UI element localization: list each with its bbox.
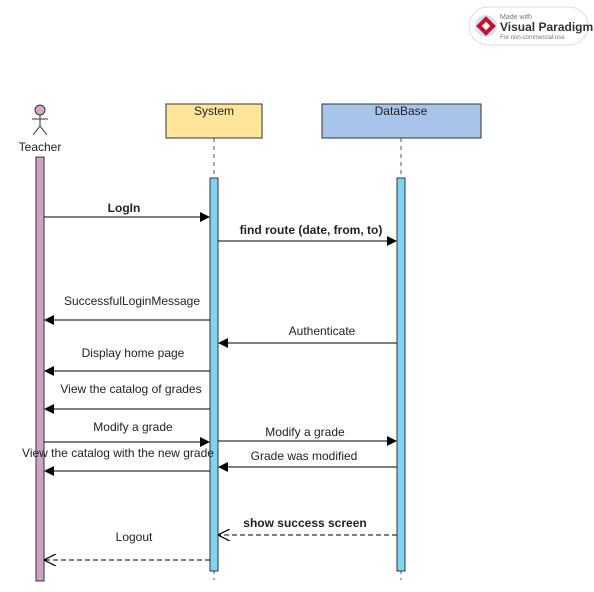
message-label: Modify a grade — [93, 420, 173, 434]
message-logout[interactable]: Logout — [45, 530, 210, 560]
badge-note: For non-commercial use — [500, 35, 565, 41]
message-show-success-screen[interactable]: show success screen — [219, 516, 397, 535]
message-display-home-page[interactable]: Display home page — [44, 346, 210, 376]
teacher-actor: Teacher — [19, 104, 62, 154]
message-modify-grade-system[interactable]: Modify a grade — [218, 425, 397, 446]
message-grade-modified[interactable]: Grade was modified — [218, 449, 397, 472]
message-label: View the catalog of grades — [60, 382, 201, 396]
message-label: Display home page — [82, 346, 185, 360]
system-activation-bar — [209, 177, 219, 572]
message-authenticate[interactable]: Authenticate — [218, 324, 397, 348]
visual-paradigm-badge[interactable]: Made with Visual Paradigm For non-commer… — [468, 6, 593, 46]
message-modify-grade-teacher[interactable]: Modify a grade — [44, 420, 210, 447]
database-label: DataBase — [375, 104, 428, 118]
message-label: Modify a grade — [265, 425, 345, 439]
message-view-catalog[interactable]: View the catalog of grades — [44, 382, 210, 414]
teacher-label: Teacher — [19, 140, 62, 154]
system-lifeline-header[interactable]: System — [165, 103, 263, 139]
message-label: find route (date, from, to) — [240, 223, 383, 237]
badge-made-with: Made with — [500, 14, 532, 21]
message-label: Authenticate — [289, 324, 356, 338]
badge-brand: Visual Paradigm — [500, 20, 593, 34]
database-lifeline-header[interactable]: DataBase — [321, 103, 482, 139]
message-login[interactable]: LogIn — [44, 201, 210, 222]
message-label: Logout — [116, 530, 153, 544]
message-label: View the catalog with the new grade — [22, 446, 214, 460]
teacher-activation-bar — [35, 156, 45, 582]
message-view-catalog-new-grade[interactable]: View the catalog with the new grade — [22, 446, 214, 476]
message-label: Grade was modified — [251, 449, 358, 463]
message-label: LogIn — [108, 201, 141, 215]
message-successful-login[interactable]: SuccessfulLoginMessage — [44, 294, 210, 325]
message-find-route[interactable]: find route (date, from, to) — [218, 223, 397, 246]
system-label: System — [194, 104, 234, 118]
message-label: SuccessfulLoginMessage — [64, 294, 200, 308]
visual-paradigm-logo-icon — [475, 15, 497, 37]
stick-figure-icon — [32, 104, 48, 136]
message-label: show success screen — [243, 516, 366, 530]
database-activation-bar — [396, 177, 406, 572]
